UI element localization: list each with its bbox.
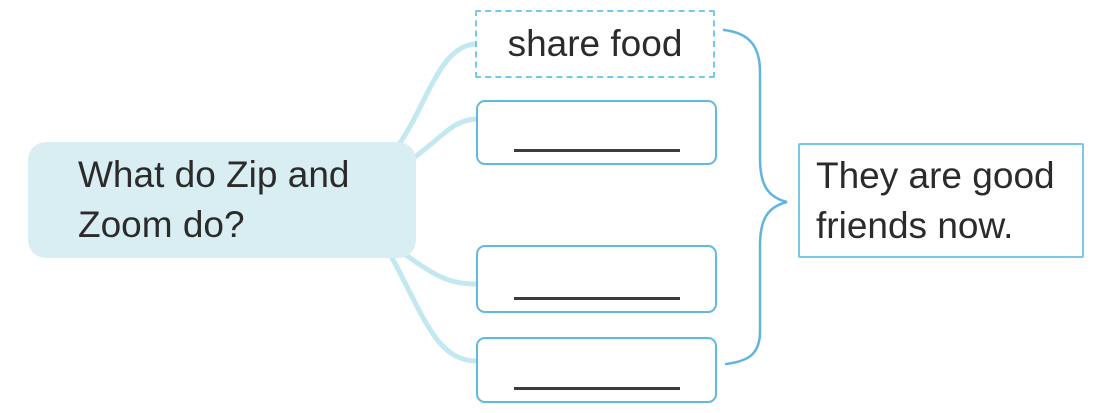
write-in-line <box>513 149 680 152</box>
question-box: What do Zip and Zoom do? <box>28 142 416 258</box>
connector-to-answer-4 <box>388 253 480 364</box>
connector-to-answer-3 <box>396 247 480 287</box>
answer-box-blank-2 <box>476 245 717 313</box>
gather-brace <box>722 28 788 366</box>
answer-box-share-food: share food <box>475 10 715 78</box>
connector-to-answer-1 <box>390 41 479 155</box>
write-in-line <box>513 387 680 390</box>
write-in-line <box>513 297 680 300</box>
answer-box-blank-3 <box>476 337 717 403</box>
result-box: They are good friends now. <box>798 143 1084 258</box>
answer-box-blank-1 <box>476 100 717 165</box>
